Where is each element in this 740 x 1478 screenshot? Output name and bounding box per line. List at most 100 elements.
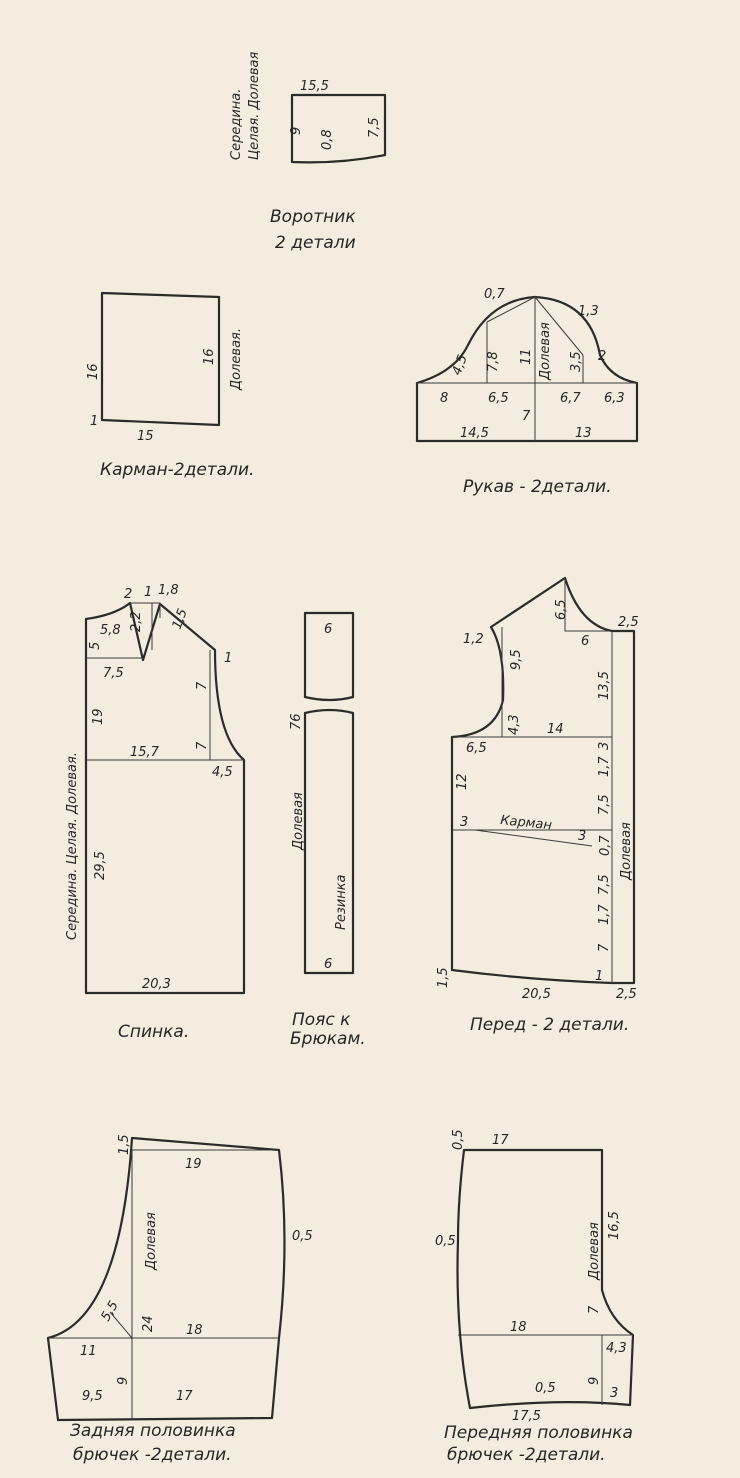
sleeve-dim-11: 6,3 xyxy=(604,391,625,406)
collar-dim-top: 15,5 xyxy=(300,79,329,94)
back-dim-13: 15,7 xyxy=(130,745,160,760)
belt-grain-label: Долевая xyxy=(291,792,306,851)
front-dim-23: 2,5 xyxy=(616,987,637,1002)
back-dim-8: 7,5 xyxy=(103,666,124,681)
back-dim-9: 1 xyxy=(224,651,232,666)
sleeve-dim-10: 6,7 xyxy=(560,391,581,406)
sleeve-dim-12: 14,5 xyxy=(460,426,489,441)
front-pants-caption-2: брючек -2детали. xyxy=(447,1445,606,1465)
back-dim-6: 1,5 xyxy=(170,607,191,632)
sleeve-dim-8: 8 xyxy=(440,391,448,406)
front-pants-dim-2: 17 xyxy=(492,1133,509,1148)
front-pants-caption-1: Передняя половинка xyxy=(444,1423,633,1443)
back-pants-dim-9: 9,5 xyxy=(82,1389,103,1404)
back-dim-10: 7 xyxy=(195,681,210,690)
front-pants-dim-10: 17,5 xyxy=(512,1409,541,1424)
front-pants-dim-7: 4,3 xyxy=(606,1341,627,1356)
sleeve-caption: Рукав - 2детали. xyxy=(463,477,612,497)
front-pants-dim-9: 0,5 xyxy=(535,1381,556,1396)
back-dim-16: 20,3 xyxy=(142,977,171,992)
front-dim-22: 1 xyxy=(595,969,603,984)
front-dim-15: 3 xyxy=(578,829,586,844)
front-dim-18: 1,7 xyxy=(597,904,612,925)
sleeve-dim-13: 7 xyxy=(522,409,531,424)
collar-subtitle: 2 детали xyxy=(275,233,356,253)
pocket-dim-bottom: 15 xyxy=(137,429,154,444)
front-pants-dim-5: 18 xyxy=(510,1320,527,1335)
back-piece: Середина. Целая. Долевая. 2 1 1,8 5,8 2,… xyxy=(65,583,246,1042)
collar-dim-left: 9 xyxy=(289,127,304,135)
front-dim-1: 6,5 xyxy=(554,599,569,620)
sleeve-dim-5: 11 xyxy=(519,348,534,365)
back-dim-12: 19 xyxy=(91,708,106,725)
pocket-dim-right: 16 xyxy=(202,348,217,365)
front-dim-8: 14 xyxy=(547,722,564,737)
sleeve-dim-4: 7,8 xyxy=(486,351,501,372)
front-dim-10: 12 xyxy=(455,773,470,790)
front-dim-7: 4,3 xyxy=(507,714,522,735)
front-pocket-label: Карман xyxy=(500,813,554,833)
back-pants-dim-7: 11 xyxy=(80,1344,97,1359)
sleeve-dim-1: 0,7 xyxy=(484,287,505,302)
back-dim-15: 29,5 xyxy=(93,851,108,880)
back-pants-dim-5: 5,5 xyxy=(98,1299,121,1324)
front-pants-dim-6: 7 xyxy=(587,1305,602,1314)
front-dim-9: 6,5 xyxy=(466,741,487,756)
front-dim-13: 7,5 xyxy=(597,794,612,815)
belt-elastic-label: Резинка xyxy=(334,874,349,930)
belt-dim-bottom: 6 xyxy=(324,957,332,972)
back-pants-dim-8: 9 xyxy=(116,1377,131,1385)
front-piece: 6,5 2,5 1,2 9,5 6 13,5 4,3 14 6,5 12 1,7… xyxy=(436,576,639,1035)
collar-title: Воротник xyxy=(270,207,356,227)
pocket-caption: Карман-2детали. xyxy=(100,460,254,480)
back-pants-dim-4: 24 xyxy=(141,1315,156,1332)
front-pants-dim-4: 16,5 xyxy=(607,1211,622,1240)
front-dim-6: 13,5 xyxy=(597,671,612,700)
front-pants-grain-label: Долевая xyxy=(587,1222,602,1281)
collar-side-label-2: Целая. Долевая xyxy=(247,52,262,160)
front-pants-piece: 0,5 17 0,5 Долевая 16,5 18 7 4,3 9 0,5 1… xyxy=(435,1129,635,1465)
back-pants-dim-6: 18 xyxy=(186,1323,203,1338)
belt-caption-1: Пояс к xyxy=(292,1010,351,1030)
belt-caption-2: Брюкам. xyxy=(290,1029,366,1049)
sleeve-dim-6: 3,5 xyxy=(569,351,584,372)
pocket-grain-label: Долевая. xyxy=(229,328,244,391)
sleeve-piece: 0,7 1,3 4,5 7,8 11 Долевая 3,5 2 8 6,5 6… xyxy=(415,287,639,497)
back-pants-dim-3: 0,5 xyxy=(292,1229,313,1244)
belt-dim-length: 76 xyxy=(289,713,304,730)
sleeve-dim-14: 13 xyxy=(575,426,592,441)
back-caption: Спинка. xyxy=(118,1022,189,1042)
front-dim-20: 1,5 xyxy=(436,967,451,988)
back-pants-dim-2: 19 xyxy=(185,1157,202,1172)
front-dim-12: 3 xyxy=(597,742,612,750)
front-grain-label: Долевая xyxy=(619,822,634,881)
front-dim-3: 1,2 xyxy=(463,632,484,647)
front-pants-dim-8: 9 xyxy=(587,1377,602,1385)
front-caption: Перед - 2 детали. xyxy=(470,1015,629,1035)
pocket-piece: 16 16 Долевая. 15 1 Карман-2детали. xyxy=(86,291,254,480)
back-dim-5: 2,2 xyxy=(129,611,144,632)
sleeve-dim-2: 1,3 xyxy=(578,304,599,319)
sleeve-grain-label: Долевая xyxy=(538,322,553,381)
collar-dim-right: 7,5 xyxy=(367,117,382,138)
back-pants-caption-2: брючек -2детали. xyxy=(73,1445,232,1465)
back-dim-2: 1 xyxy=(144,585,152,600)
back-pants-caption-1: Задняя половинка xyxy=(70,1421,236,1441)
front-dim-11: 1,7 xyxy=(597,756,612,777)
front-dim-16: 0,7 xyxy=(598,835,613,856)
back-dim-1: 2 xyxy=(124,587,132,602)
front-dim-4: 9,5 xyxy=(509,649,524,670)
front-dim-14: 3 xyxy=(460,815,468,830)
belt-dim-top: 6 xyxy=(324,622,332,637)
belt-piece: 6 76 Долевая Резинка 6 Пояс к Брюкам. xyxy=(289,611,366,1049)
back-side-label: Середина. Целая. Долевая. xyxy=(65,752,80,940)
back-dim-7: 5 xyxy=(88,642,103,650)
front-dim-5: 6 xyxy=(581,634,589,649)
front-dim-19: 7 xyxy=(597,943,612,952)
back-pants-dim-1: 1,5 xyxy=(117,1134,132,1155)
pocket-dim-left: 16 xyxy=(86,363,101,380)
sleeve-dim-3: 4,5 xyxy=(450,353,471,378)
pocket-dim-corner: 1 xyxy=(90,414,98,429)
collar-side-label-1: Середина. xyxy=(229,89,244,160)
